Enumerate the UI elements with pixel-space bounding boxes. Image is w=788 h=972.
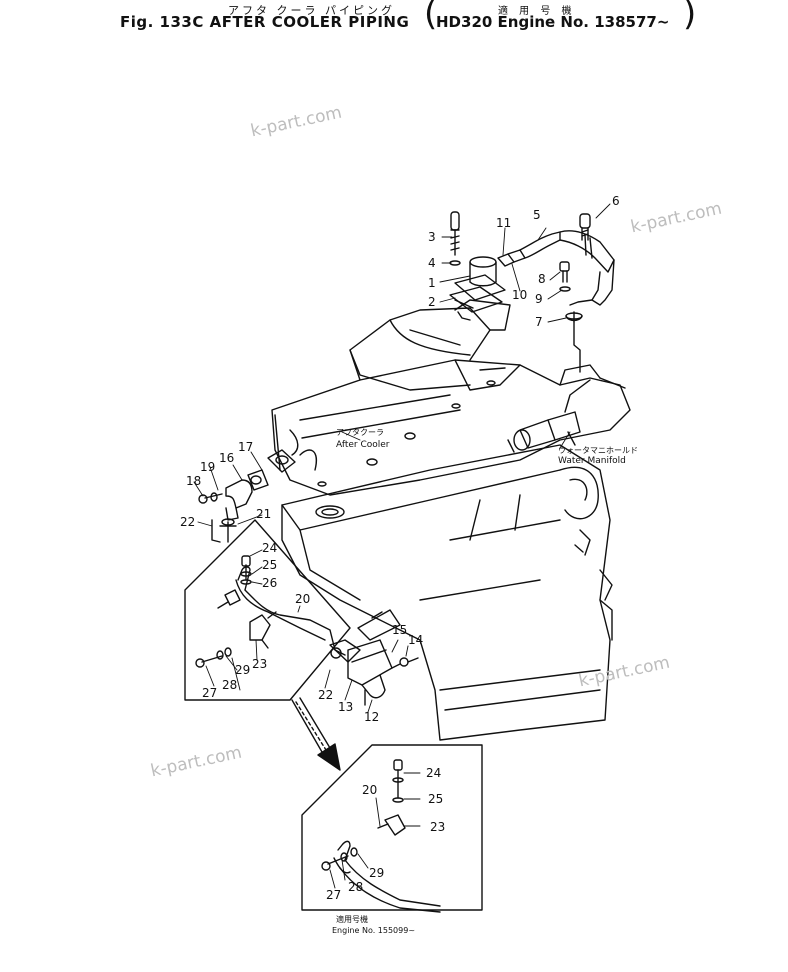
upper-pipe-assembly xyxy=(497,230,615,373)
close-paren-glyph: ) xyxy=(683,0,697,34)
after-cooler-label-jp: アフタクーラ xyxy=(336,428,384,437)
inset-part-number-label: 27 xyxy=(326,888,342,902)
clamp-bolt-6 xyxy=(579,213,591,241)
part-number-label: 28 xyxy=(222,678,238,692)
part-number-label: 23 xyxy=(252,657,268,671)
after-cooler-label: After Cooler xyxy=(336,440,390,450)
part-number-label: 13 xyxy=(338,700,354,714)
part-number-label: 12 xyxy=(364,710,380,724)
part-number-label: 1 xyxy=(428,276,436,290)
inset-box-main xyxy=(184,519,351,701)
part-number-label: 6 xyxy=(612,194,620,208)
part-number-label: 29 xyxy=(235,663,251,677)
part-number-label: 2 xyxy=(428,295,436,309)
part-number-label: 11 xyxy=(496,216,512,230)
open-paren-glyph: ( xyxy=(424,0,438,34)
part-number-label: 7 xyxy=(535,315,543,329)
applicability-text: HD320 Engine No. 138577~ xyxy=(436,13,670,31)
japanese-title: アフタ クーラ パイピング xyxy=(228,4,395,17)
part-number-label: 16 xyxy=(219,451,235,465)
inset-part-number-label: 29 xyxy=(369,866,385,880)
figure-title: Fig. 133C AFTER COOLER PIPING xyxy=(120,13,410,31)
part-number-label: 22 xyxy=(180,515,196,529)
part-number-label: 3 xyxy=(428,230,436,244)
water-manifold-label: Water Manifold xyxy=(558,456,626,466)
inset-arrow xyxy=(291,697,341,771)
leader-lines xyxy=(193,203,611,889)
inset-part-number-label: 28 xyxy=(348,880,364,894)
part-number-label: 27 xyxy=(202,686,218,700)
bolt-8 xyxy=(559,261,571,292)
part-number-label: 24 xyxy=(262,541,278,555)
part-number-label: 4 xyxy=(428,256,436,270)
part-number-label: 5 xyxy=(533,208,541,222)
part-number-label: 20 xyxy=(295,592,311,606)
inset-applicability-jp: 適用号機 xyxy=(336,915,368,924)
part-number-label: 22 xyxy=(318,688,334,702)
inset-part-number-label: 23 xyxy=(430,820,446,834)
part-number-label: 8 xyxy=(538,272,546,286)
part-number-label: 18 xyxy=(186,474,202,488)
part-number-label: 14 xyxy=(408,633,424,647)
inset-box-lower xyxy=(301,744,483,913)
inset-part-number-label: 25 xyxy=(428,792,444,806)
part-number-label: 15 xyxy=(392,623,408,637)
part-number-label: 10 xyxy=(512,288,528,302)
left-elbow-assembly xyxy=(198,449,296,543)
top-thermostat-assembly xyxy=(449,211,506,321)
part-number-label: 26 xyxy=(262,576,278,590)
part-number-label: 17 xyxy=(238,440,254,454)
after-cooler-housing xyxy=(271,299,631,496)
inset-part-number-label: 20 xyxy=(362,783,378,797)
part-number-label: 9 xyxy=(535,292,543,306)
water-manifold xyxy=(507,379,591,453)
water-manifold-label-jp: ウォータマニホールド xyxy=(558,446,638,455)
part-number-label: 25 xyxy=(262,558,278,572)
engine-block xyxy=(281,444,613,741)
applicability-japanese: 適 用 号 機 xyxy=(498,6,576,17)
inset-applicability: Engine No. 155099~ xyxy=(332,926,416,935)
part-number-label: 21 xyxy=(256,507,272,521)
inset-part-number-label: 24 xyxy=(426,766,442,780)
lower-flange-assembly xyxy=(329,609,419,706)
part-number-label: 19 xyxy=(200,460,216,474)
